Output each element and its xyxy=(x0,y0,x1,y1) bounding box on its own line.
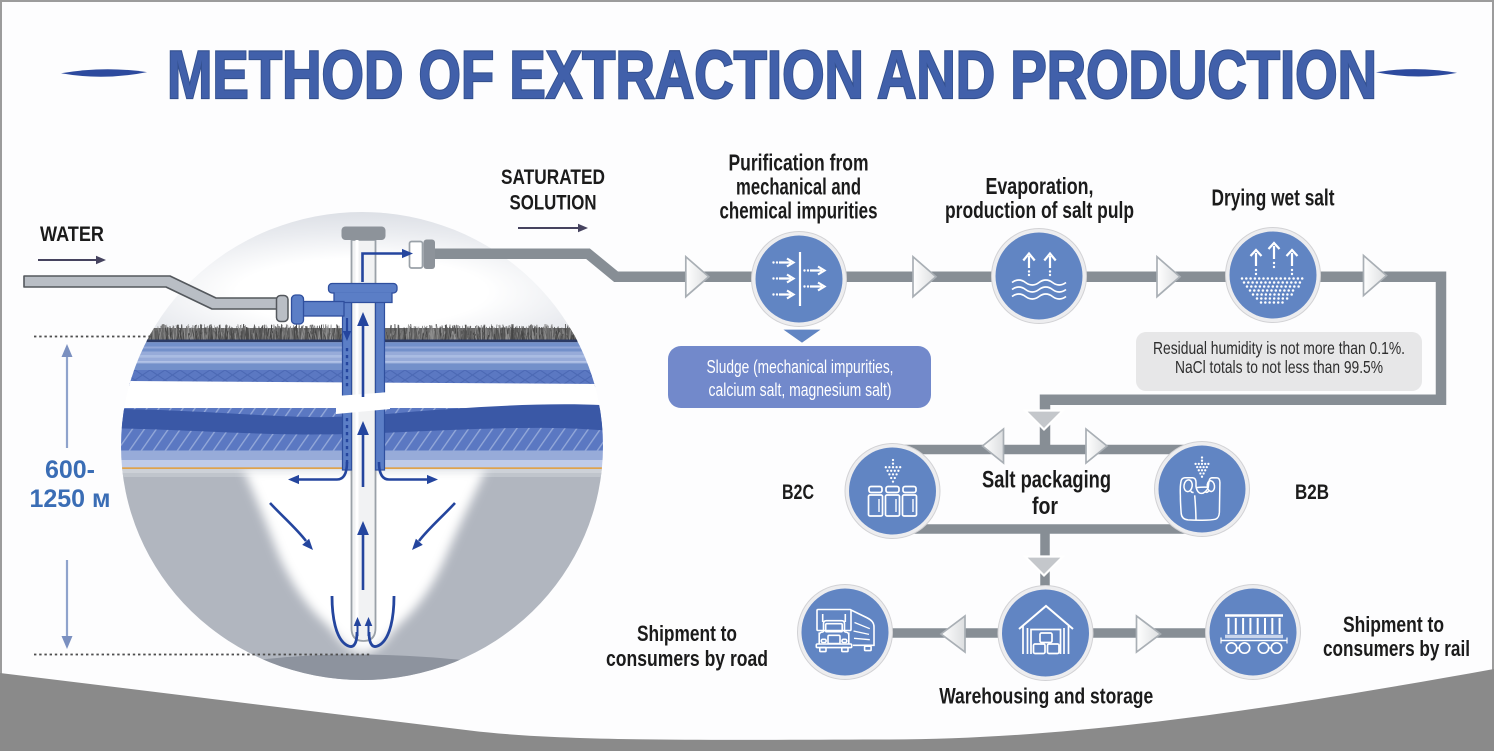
svg-text:production of salt pulp: production of salt pulp xyxy=(945,197,1134,223)
svg-text:Purification from: Purification from xyxy=(729,150,869,176)
svg-text:1250 м: 1250 м xyxy=(29,485,110,513)
svg-text:mechanical and: mechanical and xyxy=(736,174,861,200)
svg-text:Shipment to: Shipment to xyxy=(637,621,737,646)
svg-text:Salt packaging: Salt packaging xyxy=(982,467,1111,494)
svg-text:consumers by rail: consumers by rail xyxy=(1323,636,1470,661)
svg-text:Shipment to: Shipment to xyxy=(1343,612,1444,637)
svg-text:Sludge (mechanical impurities,: Sludge (mechanical impurities, xyxy=(707,357,894,377)
svg-text:calcium salt, magnesium salt): calcium salt, magnesium salt) xyxy=(709,380,892,400)
svg-text:WATER: WATER xyxy=(40,223,104,246)
svg-text:METHOD OF EXTRACTION AND PRODU: METHOD OF EXTRACTION AND PRODUCTION xyxy=(167,37,1377,113)
svg-text:Warehousing and storage: Warehousing and storage xyxy=(939,684,1153,709)
svg-text:SOLUTION: SOLUTION xyxy=(510,192,597,215)
svg-text:chemical impurities: chemical impurities xyxy=(720,198,878,224)
svg-text:B2C: B2C xyxy=(782,481,814,504)
svg-text:SATURATED: SATURATED xyxy=(501,166,605,189)
svg-text:B2B: B2B xyxy=(1295,481,1329,504)
svg-text:for: for xyxy=(1032,493,1058,520)
svg-text:NaCl totals to not less than 9: NaCl totals to not less than 99.5% xyxy=(1175,357,1383,377)
svg-text:Evaporation,: Evaporation, xyxy=(986,173,1094,199)
svg-text:Residual humidity is not more: Residual humidity is not more than 0.1%. xyxy=(1153,338,1405,358)
svg-text:600-: 600- xyxy=(45,456,95,484)
svg-text:Drying wet salt: Drying wet salt xyxy=(1212,184,1335,210)
svg-text:consumers by road: consumers by road xyxy=(606,646,768,671)
